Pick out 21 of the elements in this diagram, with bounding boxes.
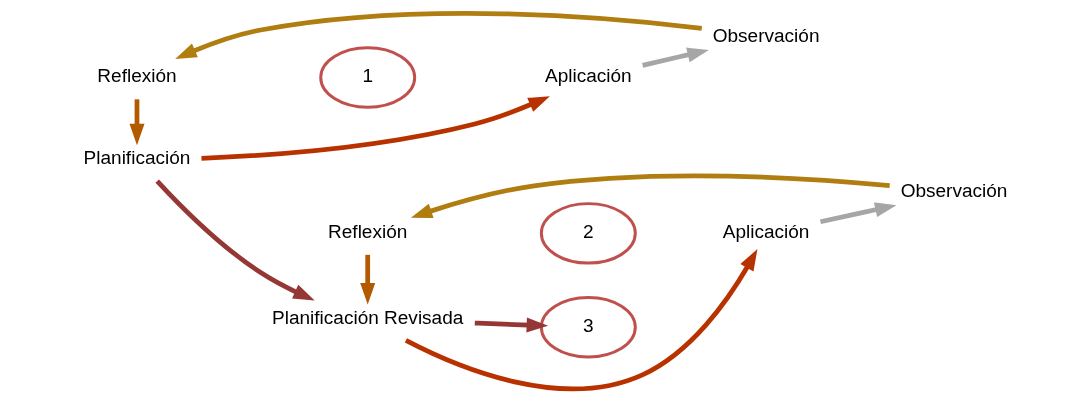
- arrow: [155, 179, 315, 301]
- node-text: Planificación: [83, 147, 191, 169]
- arrow: [129, 99, 145, 146]
- node-text: Planificación Revisada: [272, 306, 464, 328]
- node-text: Reflexión: [97, 65, 177, 87]
- arrow: [474, 317, 549, 333]
- node-text: Reflexión: [328, 220, 408, 242]
- node-text: Observación: [900, 180, 1008, 202]
- node-ellipse: 2: [539, 202, 637, 265]
- arrow: [642, 47, 709, 68]
- arrow: [410, 173, 890, 219]
- node-text: Aplicación: [722, 220, 810, 242]
- node-text: Aplicación: [544, 65, 632, 87]
- node-ellipse: 3: [539, 296, 637, 359]
- arrow: [360, 254, 376, 305]
- arrow: [175, 10, 703, 59]
- arrow: [404, 249, 758, 392]
- node-ellipse: 1: [319, 46, 417, 109]
- arrow: [201, 96, 550, 161]
- node-text: Observación: [712, 24, 820, 46]
- arrow: [819, 202, 897, 225]
